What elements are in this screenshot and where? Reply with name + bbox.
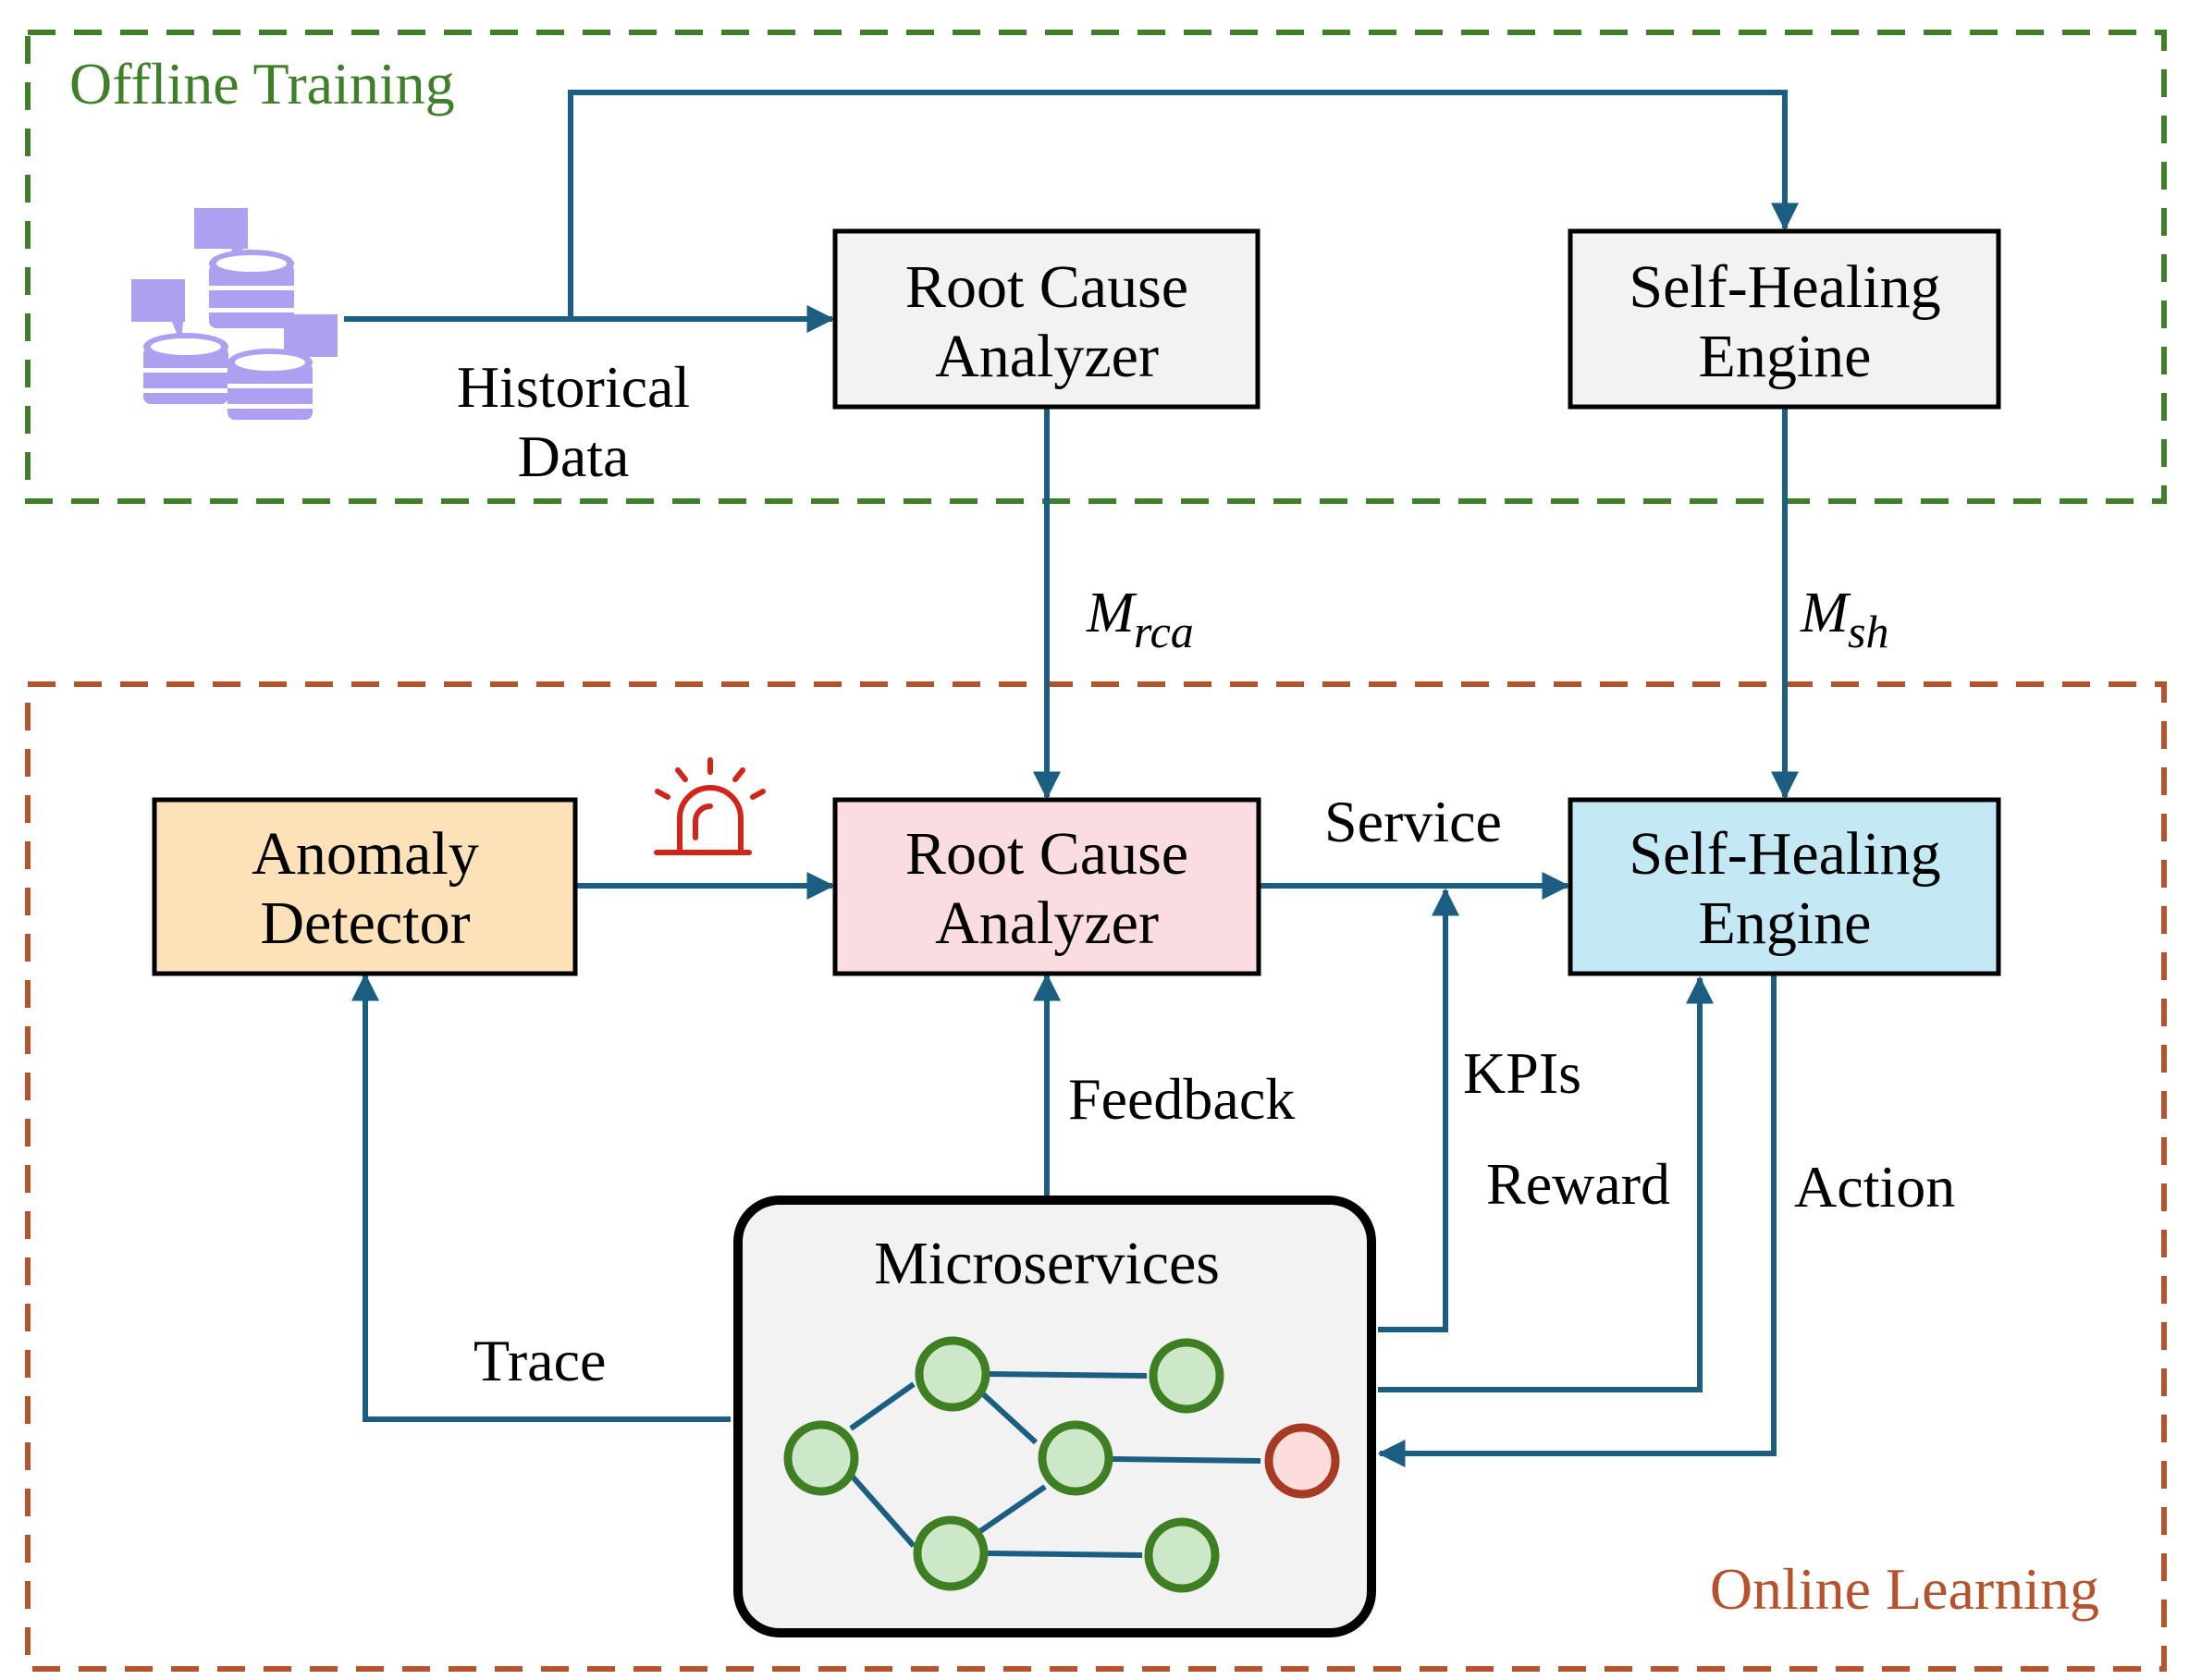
micro-edge [849,1381,916,1431]
service-label: Service [1324,789,1502,854]
online-self-healing-engine: Self-Healing Engine [1568,797,2001,976]
kpis-label: KPIs [1463,1040,1581,1106]
micro-edge [848,1473,916,1548]
anomaly-line1: Anomaly [252,820,479,888]
service-node [1144,1517,1220,1593]
offline-she-line1: Self-Healing [1629,253,1940,321]
edge-reward [1378,975,1714,1392]
offline-self-healing-engine: Self-Healing Engine [1568,228,2001,410]
database-icon [131,208,338,420]
offline-root-cause-analyzer: Root Cause Analyzer [832,228,1261,410]
action-label: Action [1794,1154,1955,1220]
offline-rca-line1: Root Cause [905,253,1188,321]
online-learning-title: Online Learning [1710,1556,2099,1622]
service-node [913,1515,989,1591]
alarm-siren-icon [654,757,766,855]
model-rca-base: M [1086,582,1138,644]
model-rca-label: M rca [1086,582,1194,657]
micro-edge [978,1484,1047,1534]
model-sh-label: M sh [1800,582,1888,657]
service-node [1149,1338,1224,1414]
edge-data-to-offline-she [568,90,1799,319]
model-rca-sub: rca [1134,606,1194,657]
micro-edge [1111,1456,1261,1464]
online-she-line1: Self-Healing [1629,820,1940,888]
offline-rca-line2: Analyzer [935,323,1159,390]
online-root-cause-analyzer: Root Cause Analyzer [832,797,1261,976]
micro-edge [987,1371,1148,1379]
faulty-service-node [1264,1423,1340,1499]
online-she-line2: Engine [1699,889,1872,957]
offline-training-region [25,30,2167,504]
service-node [915,1336,990,1412]
edge-trace [351,973,731,1422]
micro-edge [987,1551,1143,1558]
historical-data-label-line1: Historical [457,354,690,420]
reward-label: Reward [1486,1151,1670,1217]
online-rca-line2: Analyzer [935,889,1159,957]
microservices-title: Microservices [874,1230,1220,1297]
model-sh-sub: sh [1848,606,1888,657]
historical-data-label-line2: Data [518,423,630,489]
edge-action [1377,975,1777,1467]
trace-label: Trace [473,1328,606,1393]
service-node [783,1420,859,1496]
service-node [1038,1420,1113,1496]
anomaly-detector: Anomaly Detector [152,797,578,976]
edge-kpis [1378,888,1459,1332]
model-sh-base: M [1800,582,1851,644]
feedback-label: Feedback [1068,1066,1295,1132]
online-rca-line1: Root Cause [905,820,1188,888]
micro-edge [978,1389,1039,1445]
offline-training-title: Offline Training [69,51,455,116]
online-learning-region [25,681,2167,1672]
microservices-box: Microservices [733,1196,1376,1637]
offline-she-line2: Engine [1699,323,1872,390]
anomaly-line2: Detector [260,889,470,957]
